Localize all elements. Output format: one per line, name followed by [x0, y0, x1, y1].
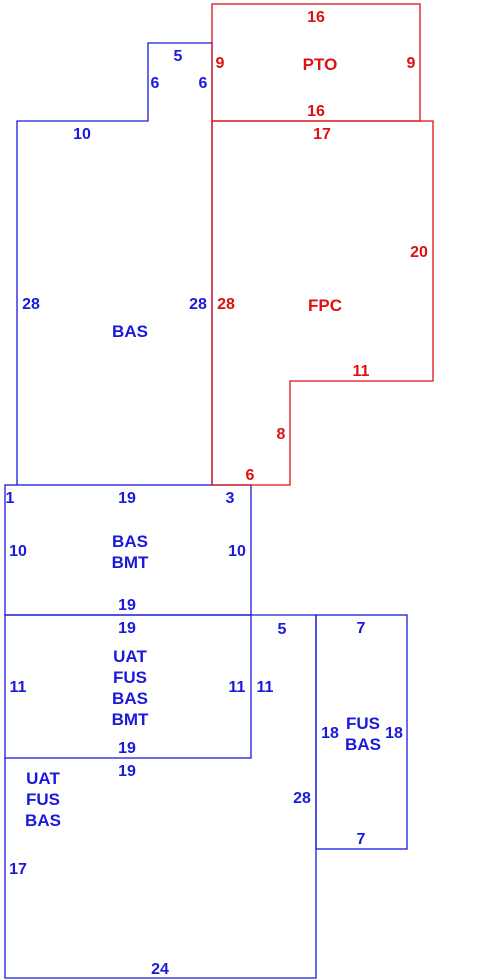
bas-top-name: BAS	[112, 322, 148, 341]
bas-bmt-name-2: BMT	[112, 553, 149, 572]
bas-top-dim-right: 28	[189, 296, 207, 313]
uat-fus-bas-dim-right: 28	[293, 790, 311, 807]
fpc-outline	[211, 120, 434, 486]
fus-bas-name-2: BAS	[345, 735, 381, 754]
bas-top-dim-notch-right: 6	[199, 75, 208, 92]
bas-bmt-area: BAS BMT 1 19 3 10 10 19	[6, 490, 246, 614]
fus-bas-dim-bottom: 7	[357, 831, 366, 848]
bas-bmt-dim-corner-left: 1	[6, 490, 15, 507]
pto-dim-left: 9	[216, 55, 225, 72]
fpc-dim-step-side: 8	[277, 426, 286, 443]
uat-fus-bas-dim-top: 19	[118, 763, 136, 780]
fpc-dim-left: 28	[217, 296, 235, 313]
pto-name: PTO	[303, 55, 338, 74]
fus-bas-outline	[315, 614, 408, 850]
pto-dim-right: 9	[407, 55, 416, 72]
fus-bas-dim-left: 18	[321, 725, 339, 742]
uat-fus-bas-name-1: UAT	[26, 769, 60, 788]
fpc-name: FPC	[308, 296, 342, 315]
uat-fus-bas-bmt-name-2: FUS	[113, 668, 147, 687]
uat-fus-bas-dim-left: 17	[9, 861, 27, 878]
fpc-dim-right: 20	[410, 244, 428, 261]
uat-fus-bas-bmt-outline	[4, 614, 252, 759]
uat-fus-bas-area: UAT FUS BAS 19 28 17 24	[9, 763, 311, 978]
bas-top-outline	[16, 42, 213, 485]
bas-bmt-dim-bottom: 19	[118, 597, 136, 614]
fpc-dim-top: 17	[313, 126, 331, 143]
uat-fus-bas-name-2: FUS	[26, 790, 60, 809]
bas-top-dim-notch-top: 5	[174, 48, 183, 65]
pto-area: PTO 16 9 9 16	[216, 9, 416, 120]
uat-fus-bas-name-3: BAS	[25, 811, 61, 830]
uat-fus-bas-dim-bottom: 24	[151, 961, 169, 978]
uat-fus-bas-outline	[4, 614, 317, 979]
fus-bas-dim-right: 18	[385, 725, 403, 742]
pto-dim-bottom: 16	[307, 103, 325, 120]
uat-fus-bas-bmt-name-4: BMT	[112, 710, 149, 729]
bas-bmt-dim-corner-right: 3	[226, 490, 235, 507]
bas-top-area: BAS 5 6 6 10 28 28	[22, 48, 207, 341]
bas-top-dim-top: 10	[73, 126, 91, 143]
bas-bmt-name-1: BAS	[112, 532, 148, 551]
uat-fus-bas-bmt-dim-top: 19	[118, 620, 136, 637]
fus-bas-dim-top: 7	[357, 620, 366, 637]
blue-outlines	[4, 42, 408, 979]
fpc-dim-bottom: 6	[246, 467, 255, 484]
fpc-area: FPC 17 20 28 11 8 6	[217, 126, 428, 484]
uat-fus-bas-bmt-dim-right: 11	[229, 679, 246, 696]
fus-bas-name-1: FUS	[346, 714, 380, 733]
fus-bas-area: FUS BAS 7 18 18 7	[321, 620, 403, 848]
uat-fus-bas-bmt-name-3: BAS	[112, 689, 148, 708]
pto-dim-top: 16	[307, 9, 325, 26]
uat-fus-bas-bmt-dim-bottom: 19	[118, 740, 136, 757]
bas-bmt-dim-right: 10	[228, 543, 246, 560]
uat-fus-bas-bmt-dim-outer-right: 11	[257, 679, 274, 696]
bas-top-dim-notch-left: 6	[151, 75, 160, 92]
uat-fus-bas-bmt-dim-left: 11	[10, 679, 27, 696]
fpc-dim-step-top: 11	[353, 363, 370, 380]
bas-bmt-dim-left: 10	[9, 543, 27, 560]
bas-top-dim-left: 28	[22, 296, 40, 313]
red-outlines	[211, 3, 434, 486]
uat-fus-bas-bmt-dim-outer-top: 5	[278, 621, 287, 638]
uat-fus-bas-bmt-area: UAT FUS BAS BMT 19 5 11 11 11 19	[10, 620, 287, 757]
bas-bmt-dim-top: 19	[118, 490, 136, 507]
uat-fus-bas-bmt-name-1: UAT	[113, 647, 147, 666]
